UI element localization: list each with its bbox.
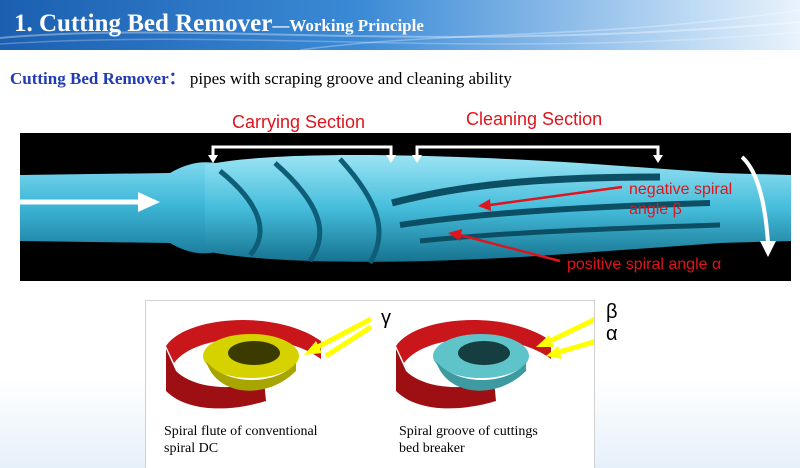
carrying-bracket	[211, 145, 393, 159]
left-caption-line-2: spiral DC	[164, 441, 219, 456]
tool-photo: negative spiral angle β positive spiral …	[20, 133, 791, 281]
left-caption: Spiral flute of conventional spiral DC	[164, 423, 318, 457]
negative-angle-label-2: angle β	[629, 201, 682, 218]
right-caption: Spiral groove of cuttings bed breaker	[399, 423, 538, 457]
subtitle-line: Cutting Bed Remover： pipes with scraping…	[10, 64, 512, 89]
breaker-cross-section	[396, 317, 594, 409]
conventional-cross-section	[166, 316, 373, 409]
beta-arrow-icon	[536, 335, 554, 347]
negative-angle-arrow-icon	[478, 199, 491, 211]
cleaning-section-label: Cleaning Section	[466, 109, 603, 129]
gamma-label: γ	[381, 307, 391, 329]
carrying-section-label: Carrying Section	[232, 112, 366, 132]
alpha-arrow-icon	[546, 346, 562, 359]
title-wave-decoration	[0, 9, 800, 50]
negative-angle-label-1: negative spiral	[629, 181, 732, 198]
flow-arrow-icon	[138, 192, 160, 212]
title-main-text: 1. Cutting Bed Remover	[14, 10, 273, 37]
beta-label: β	[606, 301, 618, 323]
subtitle-text: pipes with scraping groove and cleaning …	[185, 69, 512, 88]
left-caption-line-1: Spiral flute of conventional	[164, 424, 318, 439]
cleaning-bracket	[415, 145, 660, 159]
pipe-left	[20, 162, 230, 254]
title-bar: 1. Cutting Bed Remover—Working Principle	[0, 0, 800, 50]
diagram-drawings	[166, 316, 594, 409]
positive-angle-arrow-icon	[448, 229, 462, 241]
subtitle-label: Cutting Bed Remover：	[10, 69, 186, 88]
cross-section-diagrams: γ β α Spiral flute of conventional spira…	[145, 300, 618, 468]
title-subtitle: —Working Principle	[272, 16, 424, 35]
right-caption-line-1: Spiral groove of cuttings	[399, 424, 538, 439]
alpha-label: α	[606, 323, 618, 345]
positive-angle-label: positive spiral angle α	[567, 256, 721, 273]
page-title: 1. Cutting Bed Remover—Working Principle	[14, 10, 424, 38]
pipe-body	[205, 155, 791, 262]
gamma-arrow-icon	[304, 341, 322, 355]
rotation-arrow-icon	[740, 155, 770, 244]
right-caption-line-2: bed breaker	[399, 441, 465, 456]
